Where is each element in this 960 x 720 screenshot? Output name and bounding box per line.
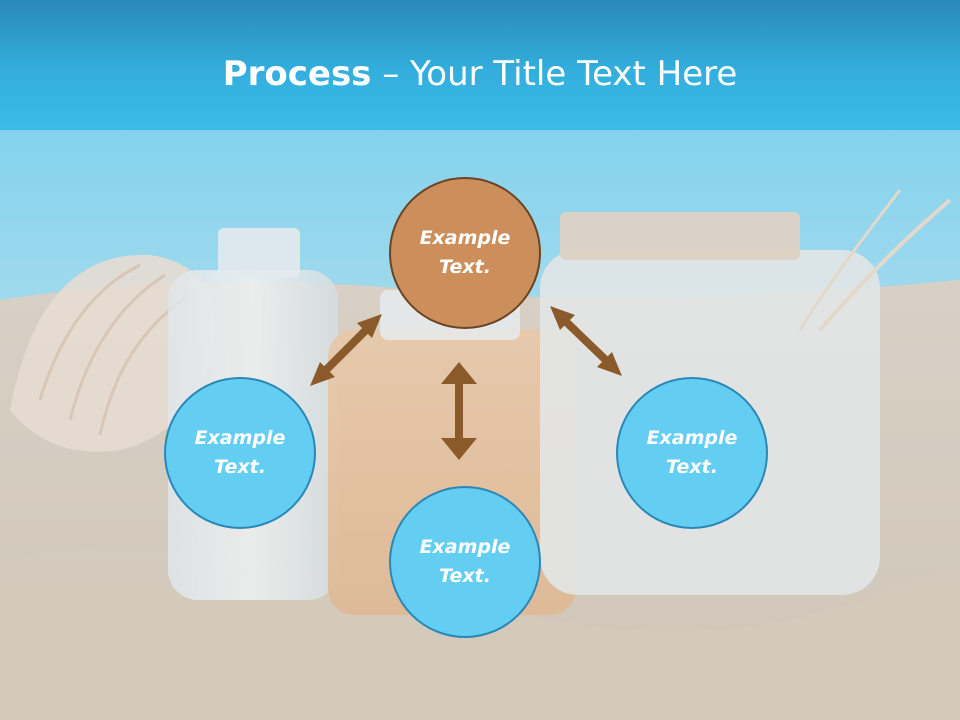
- arrow-center-right: [550, 306, 622, 376]
- center-node: Example Text.: [389, 177, 541, 329]
- right-node-label: Example Text.: [646, 427, 738, 478]
- title-bar: [0, 0, 960, 130]
- arrow-center-left: [310, 314, 382, 386]
- title-rest: – Your Title Text Here: [371, 54, 738, 94]
- left-node-label: Example Text.: [194, 427, 286, 478]
- center-node-label: Example Text.: [419, 227, 511, 278]
- left-node: Example Text.: [164, 377, 316, 529]
- bottom-node: Example Text.: [389, 486, 541, 638]
- right-node: Example Text.: [616, 377, 768, 529]
- arrow-center-bottom: [441, 362, 477, 460]
- slide-title: Process – Your Title Text Here: [0, 52, 960, 96]
- title-strong: Process: [222, 54, 372, 94]
- bottom-node-label: Example Text.: [419, 536, 511, 587]
